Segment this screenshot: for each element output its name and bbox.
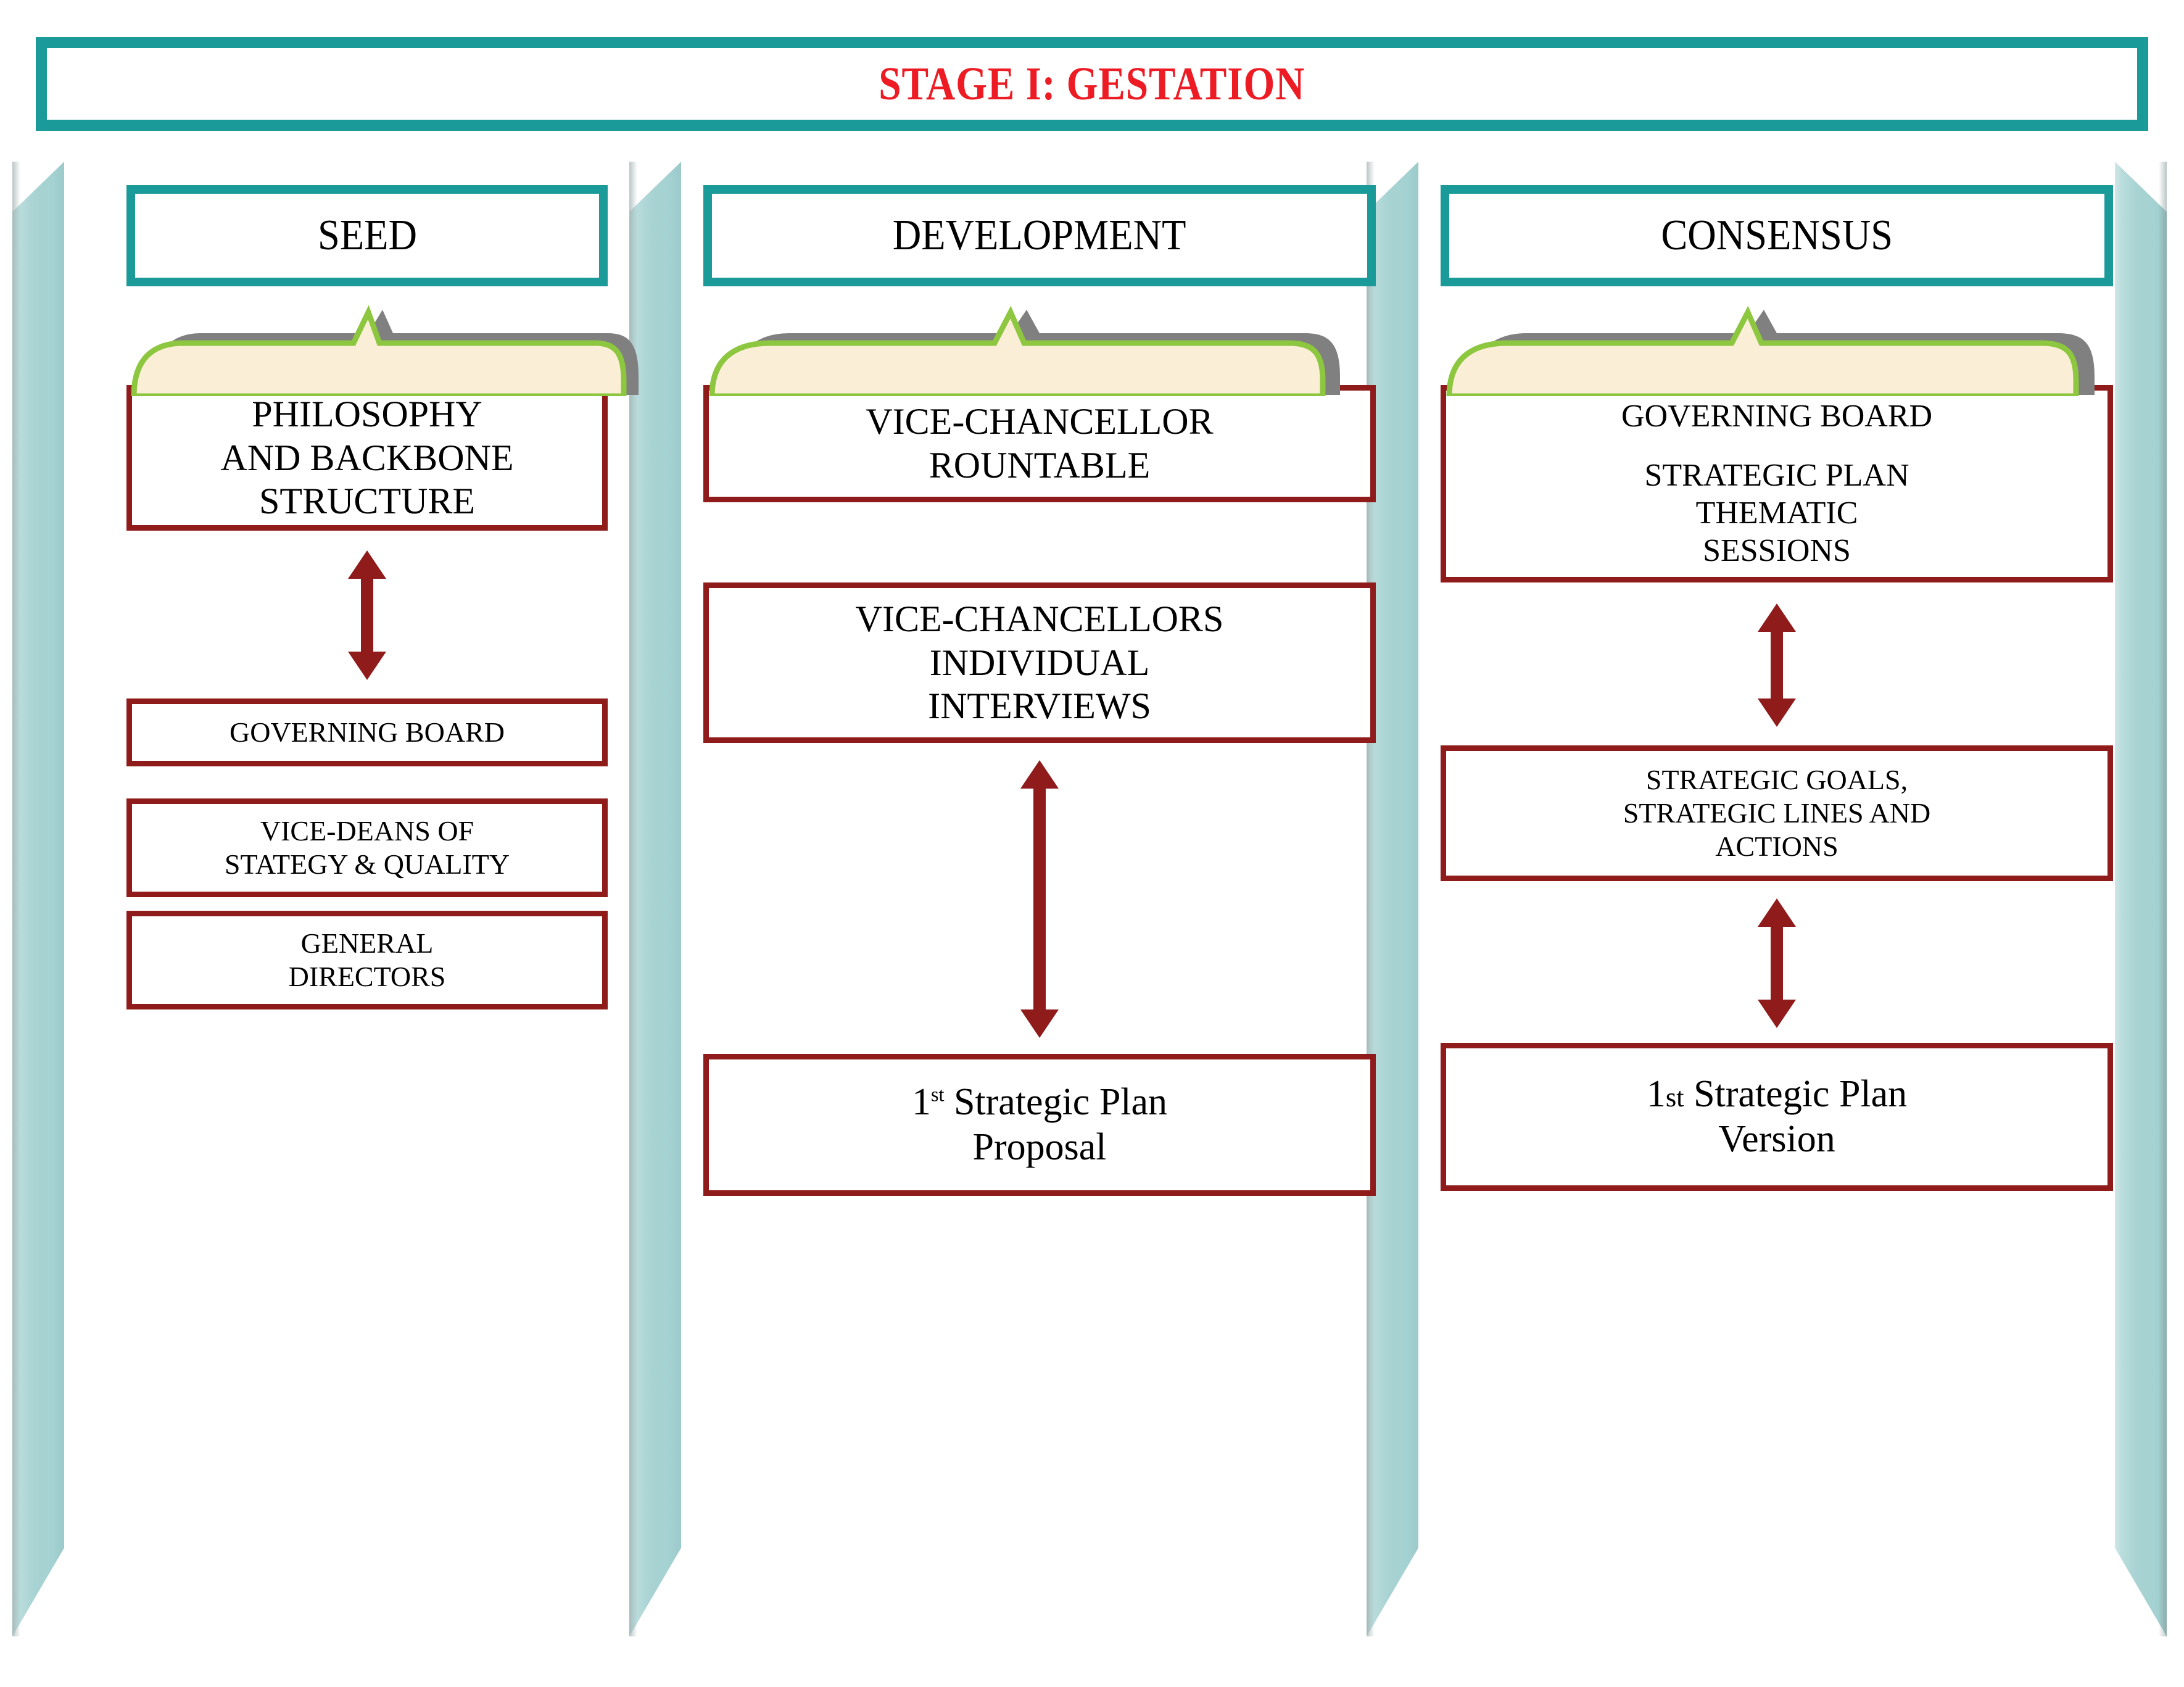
connector-arrow [348, 550, 386, 680]
arrow-shaft [361, 574, 373, 657]
box-line: INTERVIEWS [928, 686, 1151, 727]
box-line: 1st Strategic Plan [912, 1080, 1167, 1125]
arrow-head-down [348, 652, 386, 680]
column-header-consensus[interactable]: CONSENSUS [1441, 185, 2113, 286]
ordinal-number: 1 [911, 1080, 931, 1123]
decorative-banner-consensus [1441, 304, 2113, 396]
box-line: Proposal [972, 1126, 1107, 1168]
arrow-shaft [1771, 627, 1783, 703]
content-box[interactable]: GOVERNING BOARD STRATEGIC PLAN THEMATIC … [1441, 385, 2113, 582]
column-header-seed[interactable]: SEED [126, 185, 608, 286]
content-box[interactable]: 1st Strategic Plan Proposal [703, 1054, 1376, 1196]
content-box[interactable]: VICE-CHANCELLOR ROUNTABLE [703, 385, 1376, 502]
box-line: DIRECTORS [288, 961, 446, 992]
pillar-body [12, 162, 64, 1636]
banner-svg [709, 305, 1340, 396]
box-line: THEMATIC [1695, 495, 1858, 531]
decorative-banner-seed [126, 304, 639, 396]
box-line: VICE-DEANS OF [260, 814, 474, 847]
box-line: GENERAL [300, 927, 434, 959]
content-box[interactable]: GOVERNING BOARD [126, 698, 608, 766]
arrow-head-down [1020, 1009, 1059, 1038]
connector-arrow [1758, 603, 1796, 727]
box-line: ROUNTABLE [929, 445, 1151, 486]
box-line: AND BACKBONE [220, 437, 514, 478]
banner-svg [131, 305, 639, 396]
arrow-head-down [1758, 698, 1796, 727]
box-line: VICE-CHANCELLOR [866, 401, 1214, 442]
column-header-label: DEVELOPMENT [893, 212, 1186, 259]
box-line: 1st Strategic Plan [1647, 1072, 1907, 1117]
column-consensus: CONSENSUS GOVERNING BOARD STRATEGIC PLAN… [1441, 185, 2113, 1191]
banner-front-shape [1446, 305, 2079, 396]
column-development: DEVELOPMENT VICE-CHANCELLOR ROUNTABLE VI… [703, 185, 1376, 1196]
ordinal-suffix: st [1665, 1081, 1684, 1113]
banner-front-shape [131, 305, 627, 396]
pillar-highlight [1367, 162, 1375, 1636]
banner-svg [1446, 305, 2095, 396]
box-line-rest: Strategic Plan [944, 1080, 1168, 1123]
pillar-left-edge [12, 162, 64, 1636]
arrow-head-down [1758, 1000, 1796, 1028]
pillar-highlight [12, 162, 20, 1636]
column-header-label: CONSENSUS [1661, 212, 1893, 259]
stage-title-box: STAGE I: GESTATION [36, 37, 2148, 131]
pillar-body [2115, 162, 2167, 1636]
pillar-highlight [2159, 162, 2167, 1636]
connector-arrow [1020, 760, 1059, 1038]
box-line: STATEGY & QUALITY [224, 848, 510, 880]
box-line: VICE-CHANCELLORS [855, 598, 1224, 639]
column-seed: SEED PHILOSOPHY AND BACKBONE STRUCTURE G… [126, 185, 639, 1009]
column-header-development[interactable]: DEVELOPMENT [703, 185, 1376, 286]
content-box[interactable]: VICE-CHANCELLORS INDIVIDUAL INTERVIEWS [703, 582, 1376, 743]
pillar-body [629, 162, 681, 1636]
arrow-shaft [1033, 784, 1046, 1014]
ordinal-number: 1 [1646, 1072, 1666, 1115]
pillar-divider-1 [629, 162, 681, 1636]
box-line: PHILOSOPHY [252, 393, 482, 434]
box-line: GOVERNING BOARD [230, 716, 505, 748]
content-box[interactable]: STRATEGIC GOALS, STRATEGIC LINES AND ACT… [1441, 745, 2113, 881]
content-box[interactable]: 1st Strategic Plan Version [1441, 1043, 2113, 1191]
arrow-shaft [1771, 922, 1783, 1005]
pillar-highlight [629, 162, 637, 1636]
box-line: STRATEGIC PLAN [1644, 457, 1909, 493]
banner-front-shape [709, 305, 1326, 396]
box-line: ACTIONS [1715, 831, 1839, 863]
pillar-right-edge [2115, 162, 2167, 1636]
box-line: STRUCTURE [259, 481, 476, 522]
stage-title-text: STAGE I: GESTATION [879, 57, 1305, 110]
box-line: SESSIONS [1703, 533, 1851, 569]
decorative-banner-development [703, 304, 1376, 396]
box-line: STRATEGIC GOALS, [1645, 763, 1908, 795]
ordinal-suffix: st [930, 1083, 945, 1106]
box-line: Version [1718, 1118, 1835, 1160]
connector-arrow [1758, 898, 1796, 1028]
box-line-rest: Strategic Plan [1684, 1072, 1908, 1115]
column-header-label: SEED [317, 212, 417, 259]
content-box[interactable]: PHILOSOPHY AND BACKBONE STRUCTURE [126, 385, 608, 531]
content-box[interactable]: VICE-DEANS OF STATEGY & QUALITY [126, 798, 608, 897]
box-line: INDIVIDUAL [929, 642, 1150, 683]
content-box[interactable]: GENERAL DIRECTORS [126, 911, 608, 1009]
box-line: GOVERNING BOARD [1621, 399, 1933, 434]
box-line: STRATEGIC LINES AND [1623, 797, 1931, 829]
